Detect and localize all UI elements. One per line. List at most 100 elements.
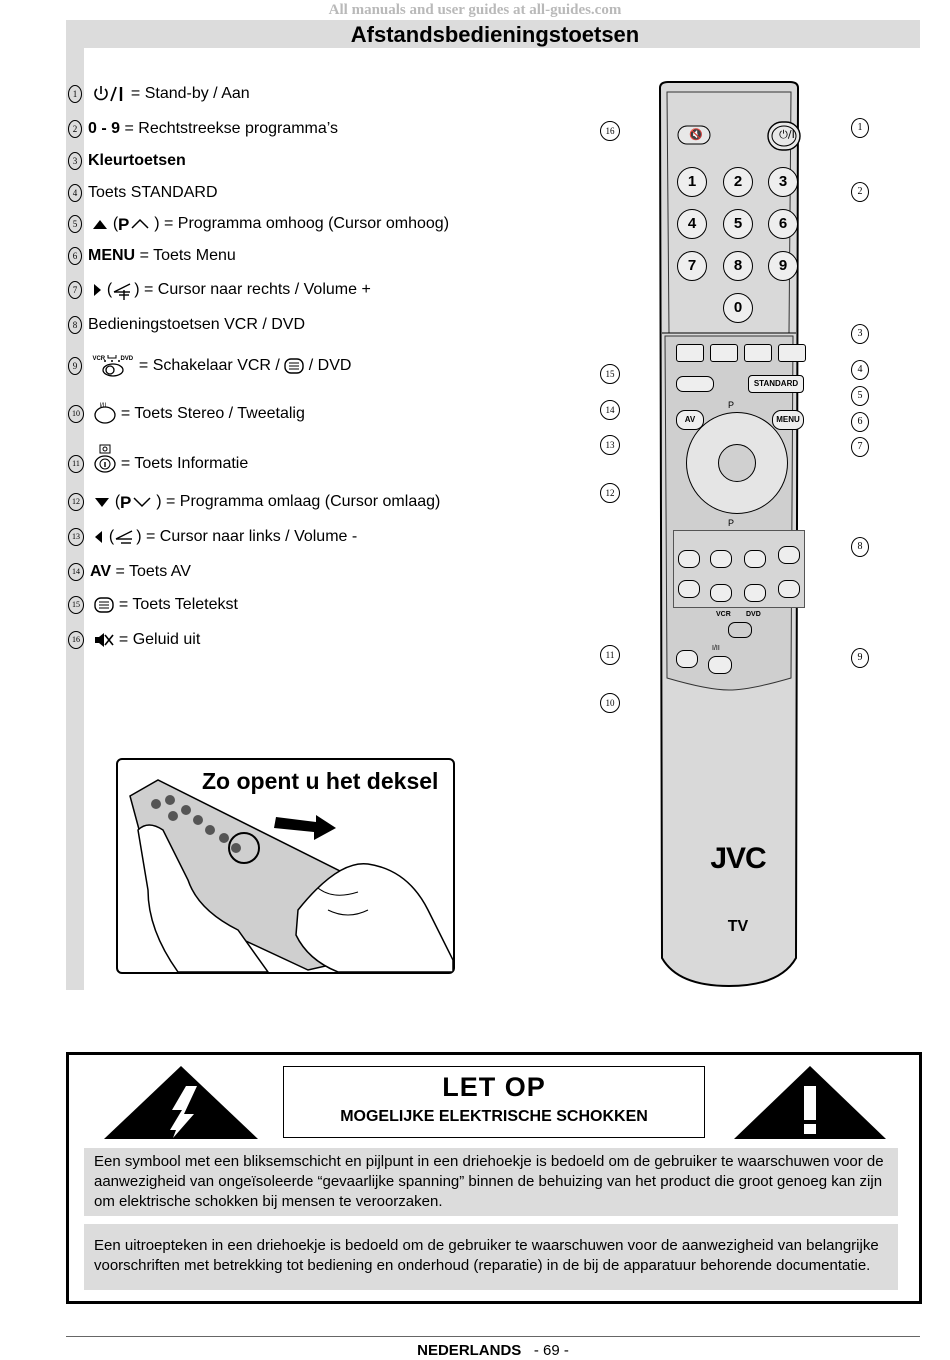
legend-bold: 0 - 9 [88, 120, 121, 137]
legend-text: Toets STANDARD [88, 184, 218, 201]
callout-5: 5 [851, 386, 869, 406]
lightning-triangle-icon [104, 1066, 258, 1139]
callout-14: 14 [600, 400, 620, 420]
legend-item-15: 15 = Toets Teletekst [68, 595, 238, 615]
standard-button[interactable]: STANDARD [748, 375, 804, 393]
warning-title: LET OP [442, 1072, 546, 1102]
exclamation-triangle-icon [734, 1066, 886, 1139]
legend-item-1: 1 = Stand-by / Aan [68, 84, 250, 104]
legend-item-9: 9 VCR DVD = Schakelaar VCR / / DVD [68, 355, 351, 377]
nav-center[interactable] [718, 444, 756, 482]
volume-up-icon [113, 283, 131, 300]
color-button-3[interactable] [744, 344, 772, 362]
warning-box [66, 1052, 922, 1304]
num-4: 4 [68, 183, 82, 202]
digit-button-3[interactable]: 3 [768, 167, 798, 197]
num-15: 15 [68, 595, 84, 614]
num-9: 9 [68, 357, 82, 375]
triangle-right-icon [94, 284, 102, 296]
vcr-dvd-button-5[interactable] [678, 580, 700, 598]
vcr-dvd-switch-icon: VCR DVD [92, 355, 134, 377]
digit-button-1[interactable]: 1 [677, 167, 707, 197]
legend-bold: AV [90, 563, 112, 580]
teletext-button[interactable] [676, 376, 714, 392]
stereo-icon: I/II [94, 403, 117, 424]
legend-bold: MENU [88, 247, 136, 264]
digit-button-5[interactable]: 5 [723, 209, 753, 239]
callout-12: 12 [600, 483, 620, 503]
legend-item-16: 16 = Geluid uit [68, 630, 200, 650]
brand-logo: JVC [710, 842, 766, 875]
header-bar [66, 20, 920, 48]
vcr-dvd-button-4[interactable] [778, 546, 800, 564]
legend-item-7: 7 () = Cursor naar rechts / Volume + [68, 280, 371, 300]
legend-text: = Toets Informatie [120, 455, 249, 473]
av-button[interactable]: AV [676, 410, 704, 430]
teletext-icon [284, 358, 305, 374]
callout-2: 2 [851, 182, 869, 202]
vcr-dvd-button-8[interactable] [778, 580, 800, 598]
legend-text: = Toets Menu [139, 247, 236, 264]
callout-3: 3 [851, 324, 869, 344]
legend-text: = Stand-by / Aan [130, 85, 250, 102]
digit-button-8[interactable]: 8 [723, 251, 753, 281]
num-5: 5 [68, 214, 82, 233]
num-10: 10 [68, 405, 84, 423]
vcr-dvd-button-7[interactable] [744, 584, 766, 602]
power-icon [94, 85, 123, 102]
num-12: 12 [68, 492, 84, 511]
legend-item-10: 10 I/II = Toets Stereo / Tweetalig [68, 403, 305, 424]
info-button[interactable] [676, 650, 698, 668]
legend-item-13: 13 () = Cursor naar links / Volume - [68, 527, 357, 547]
vcr-dvd-switch[interactable] [728, 622, 752, 638]
model-label: TV [727, 918, 749, 935]
color-button-4[interactable] [778, 344, 806, 362]
legend-item-5: 5 (P) = Programma omhoog (Cursor omhoog) [68, 214, 449, 234]
dvd-label: DVD [120, 356, 134, 362]
legend-text: = Toets AV [115, 563, 191, 580]
callout-7: 7 [851, 437, 869, 457]
color-button-1[interactable] [676, 344, 704, 362]
menu-button[interactable]: MENU [772, 410, 804, 430]
digit-button-2[interactable]: 2 [723, 167, 753, 197]
digit-button-6[interactable]: 6 [768, 209, 798, 239]
callout-4: 4 [851, 360, 869, 380]
stereo-button[interactable] [708, 656, 732, 674]
digit-button-4[interactable]: 4 [677, 209, 707, 239]
warning-subtitle: MOGELIJKE ELEKTRISCHE SCHOKKEN [340, 1108, 648, 1125]
legend-text: ) = Cursor naar links / Volume - [136, 528, 358, 546]
vcr-dvd-button-3[interactable] [744, 550, 766, 568]
mute-icon[interactable]: 🔇 [689, 128, 703, 141]
footer-language: NEDERLANDS [417, 1342, 522, 1359]
num-6: 6 [68, 246, 82, 265]
hand-remote-illustration [129, 779, 453, 972]
legend-text: ) = Cursor naar rechts / Volume + [134, 281, 371, 299]
num-11: 11 [68, 455, 84, 473]
digit-button-9[interactable]: 9 [768, 251, 798, 281]
callout-1: 1 [851, 118, 869, 138]
vcr-dvd-button-2[interactable] [710, 550, 732, 568]
digit-button-0[interactable]: 0 [723, 293, 753, 323]
svg-text:P: P [118, 215, 129, 233]
num-16: 16 [68, 630, 84, 649]
power-button-label[interactable]: ⏻/I [779, 128, 795, 141]
digit-button-7[interactable]: 7 [677, 251, 707, 281]
triangle-up-icon [93, 219, 108, 229]
svg-text:P: P [120, 493, 131, 511]
vcr-dvd-button-6[interactable] [710, 584, 732, 602]
vcr-dvd-button-1[interactable] [678, 550, 700, 568]
triangle-down-icon [95, 497, 110, 507]
callout-15: 15 [600, 364, 620, 384]
color-button-2[interactable] [710, 344, 738, 362]
program-down-icon: P [120, 493, 151, 511]
warning-paragraph-1: Een symbool met een bliksemschicht en pi… [84, 1148, 898, 1216]
legend-text: = Geluid uit [118, 631, 201, 648]
callout-6: 6 [851, 412, 869, 432]
callout-16: 16 [600, 121, 620, 141]
page-title: Afstandsbedieningstoetsen [350, 22, 640, 47]
num-13: 13 [68, 528, 84, 546]
cover-caption: Zo opent u het deksel [202, 768, 439, 794]
